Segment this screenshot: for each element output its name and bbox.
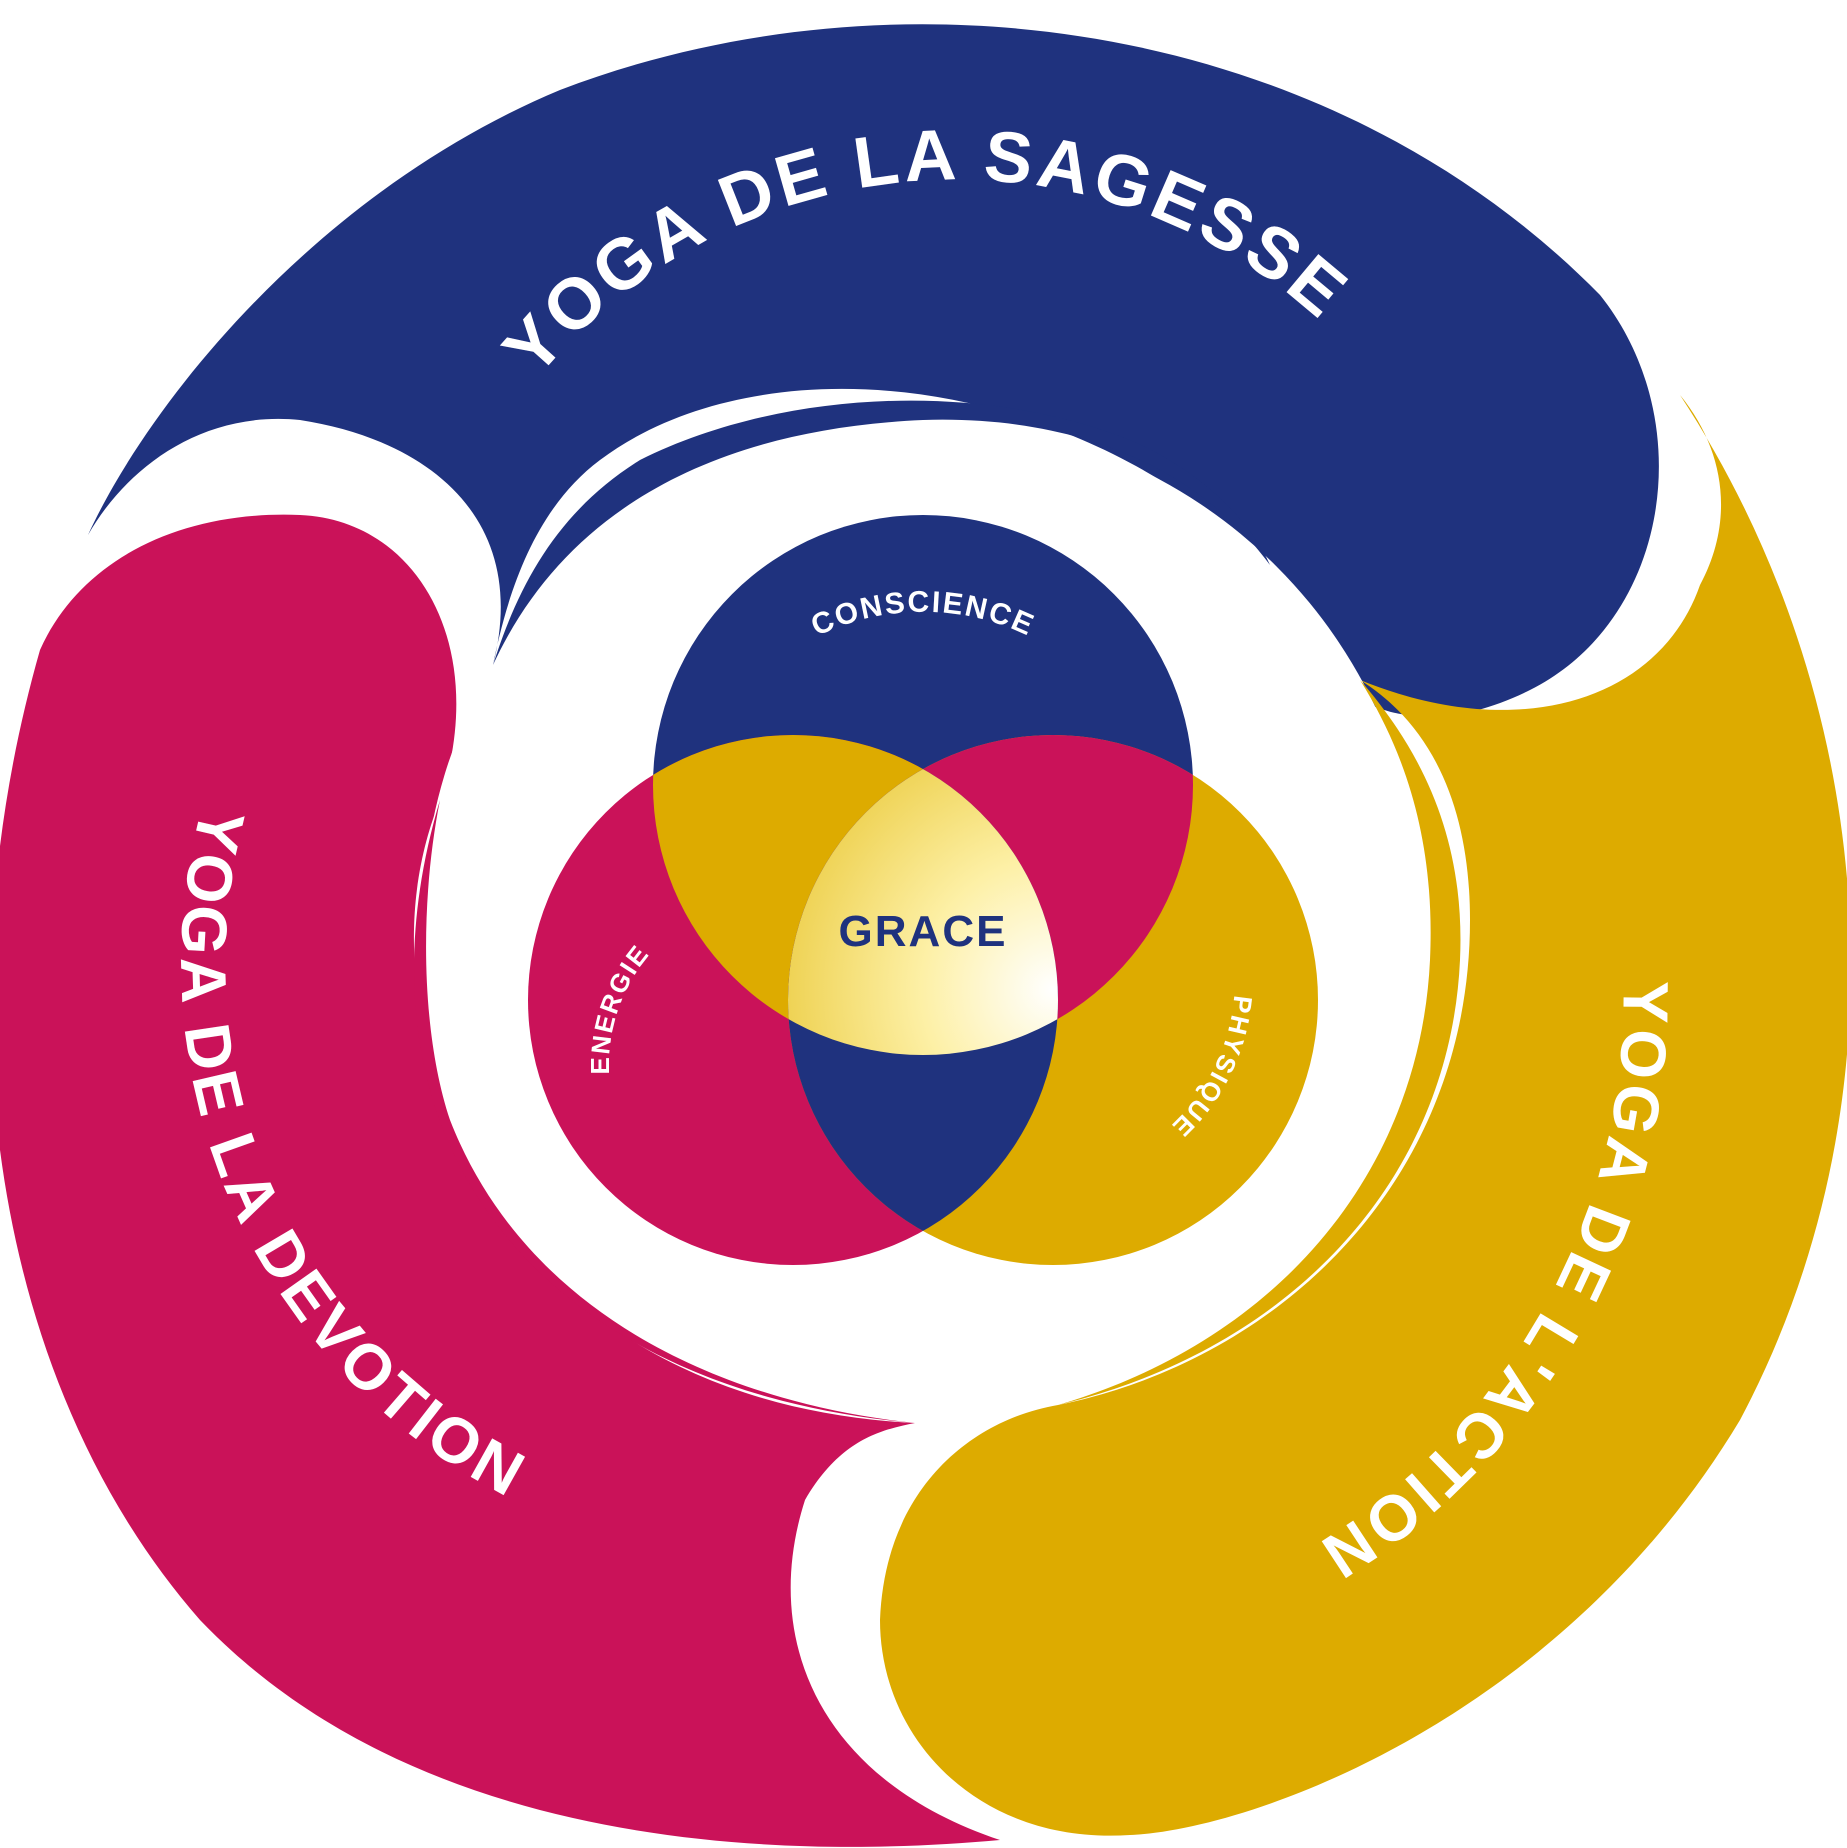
- venn-diagram: [528, 515, 1318, 1265]
- ring-segment-devotion: [0, 514, 1000, 1847]
- ring-segment-action: [880, 395, 1847, 1836]
- ring-segment-wisdom: [88, 24, 1659, 717]
- ring-overlaps: [413, 400, 1461, 1423]
- venn-label-grace: GRACE: [839, 907, 1008, 956]
- venn-center-grace: [788, 735, 1058, 1055]
